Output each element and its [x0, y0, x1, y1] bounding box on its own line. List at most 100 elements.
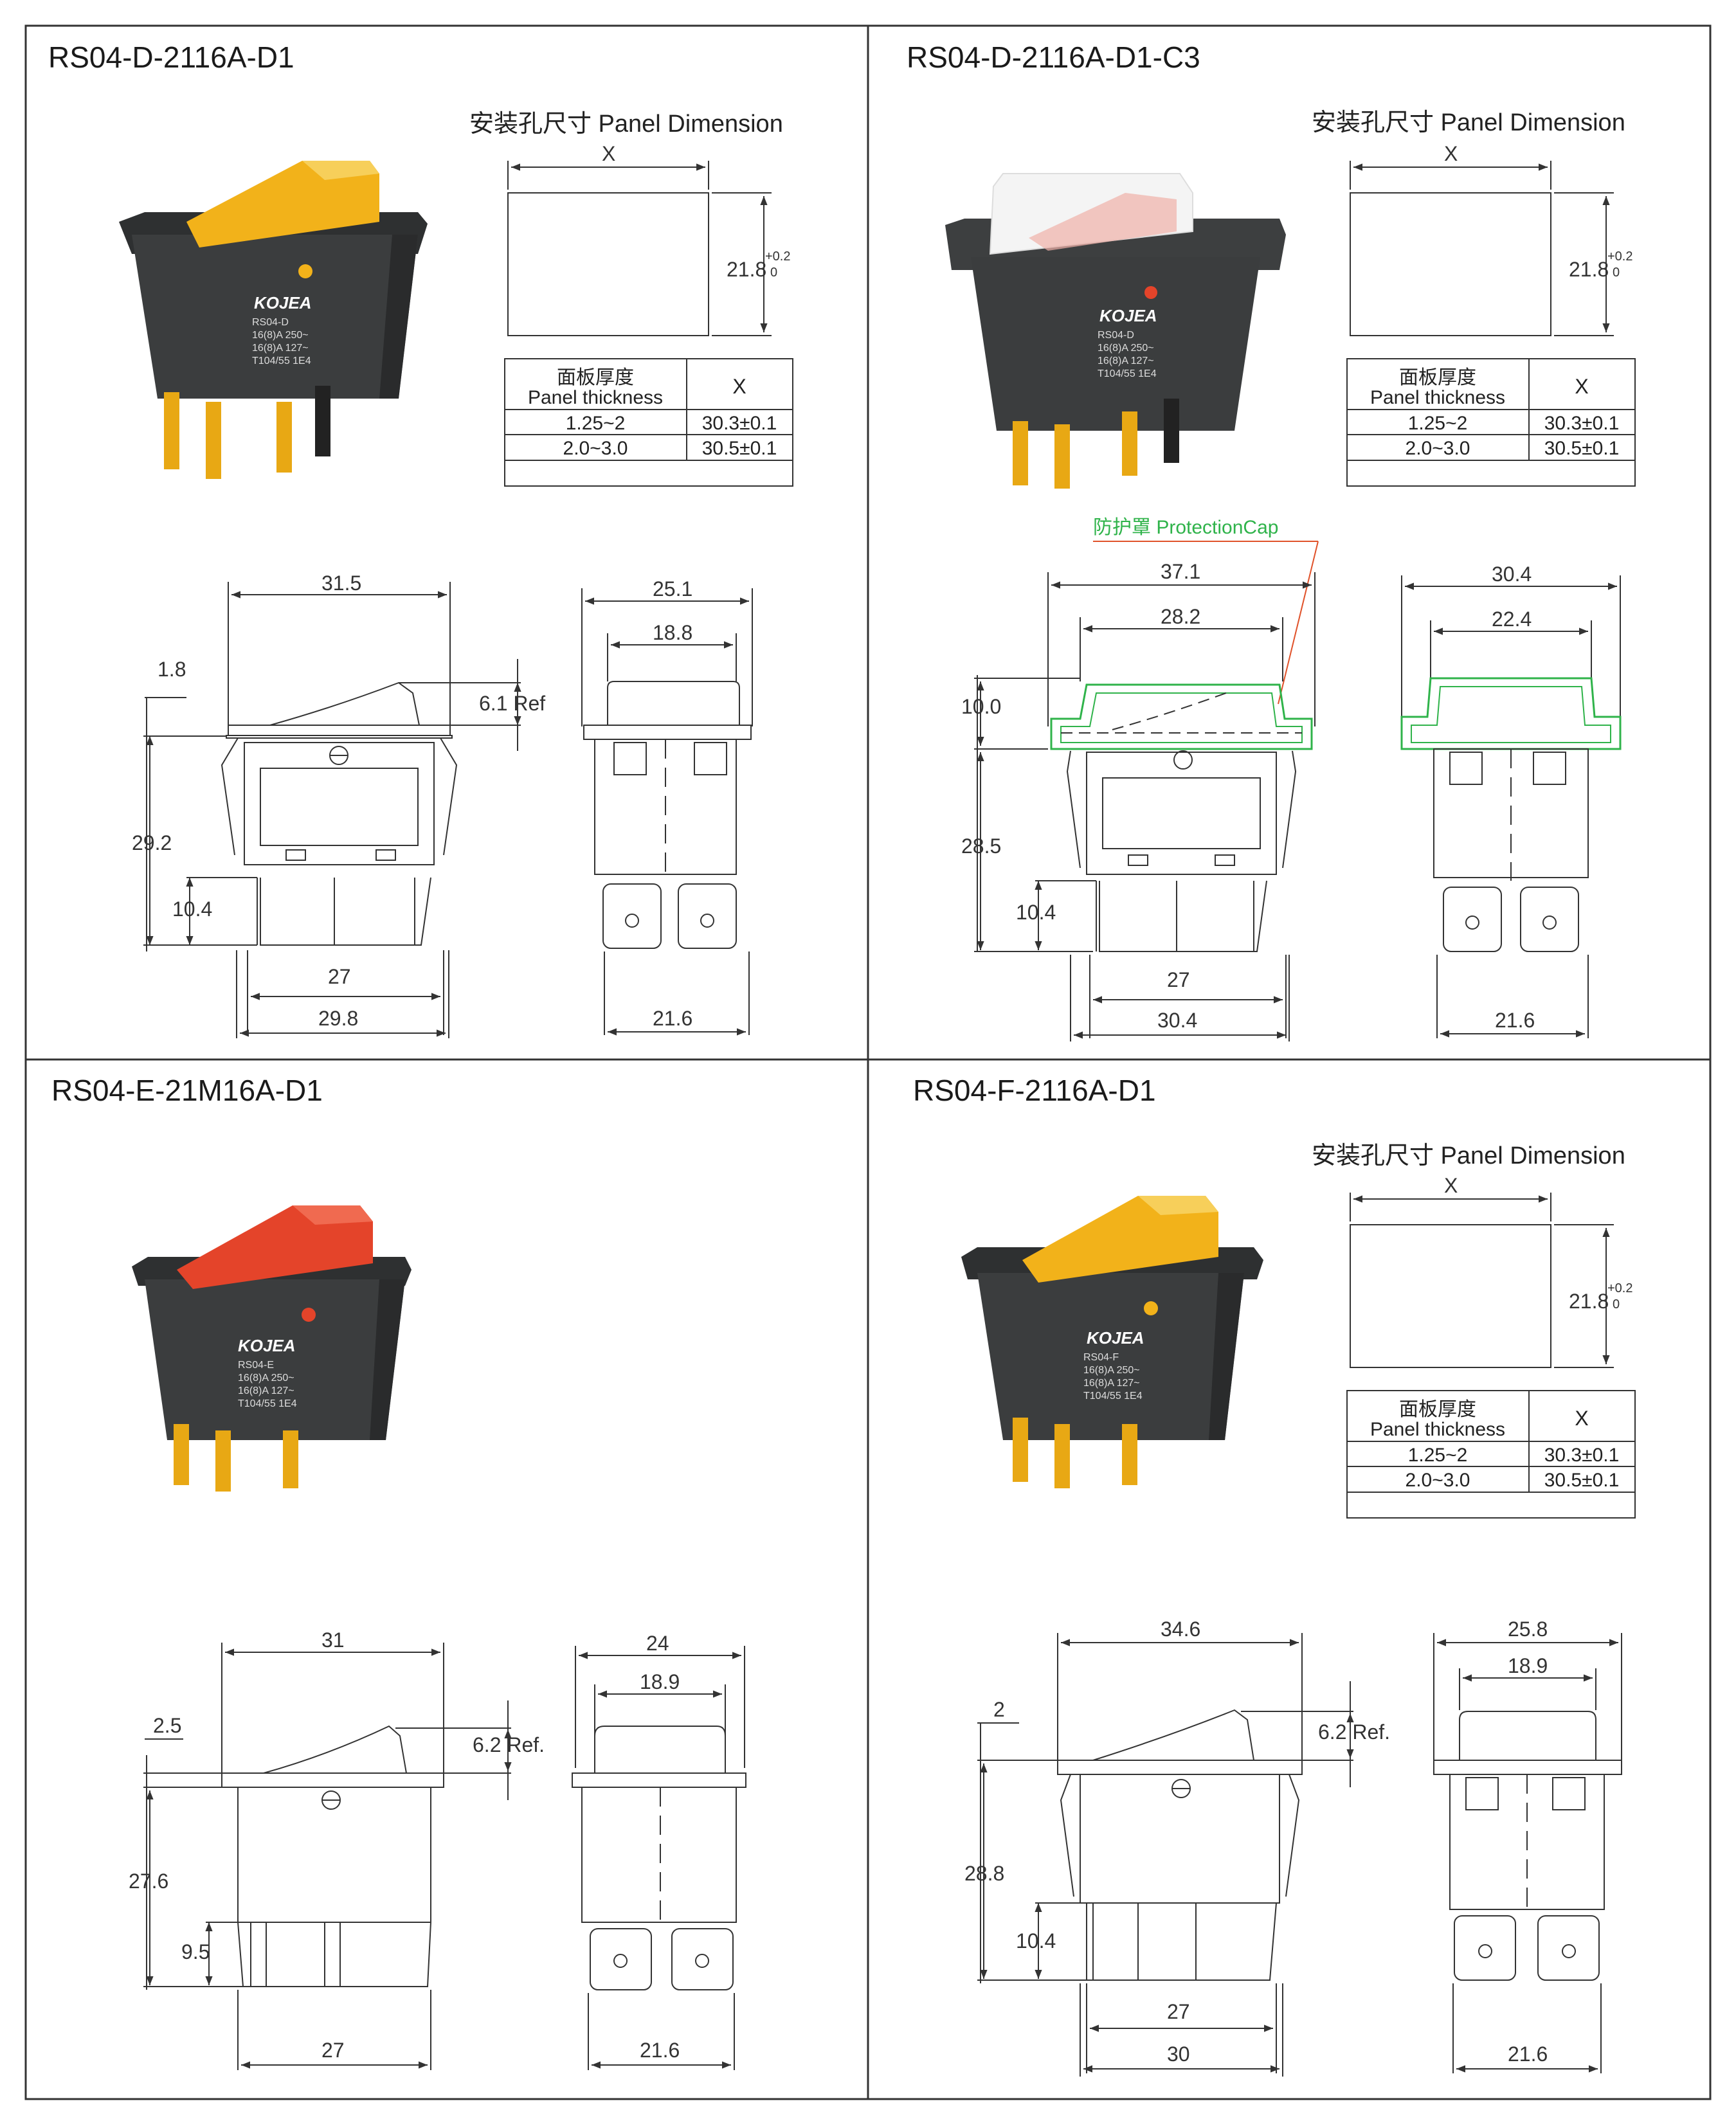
- panel-1: RS04-D-2116A-D1 KOJEA RS04-D 16(8)A 250~…: [48, 41, 793, 1038]
- front-inner: 22.4: [1492, 608, 1532, 631]
- dim-top-offset: 2: [993, 1698, 1005, 1721]
- svg-text:2.0~3.0: 2.0~3.0: [563, 438, 628, 459]
- svg-text:0: 0: [1613, 266, 1620, 280]
- panel-dimension-heading: 安装孔尺寸 Panel Dimension: [469, 111, 783, 138]
- front-width: 25.8: [1508, 1618, 1548, 1641]
- panel-4-side-view: [977, 1633, 1354, 2077]
- panel-4-front-view: [1433, 1633, 1622, 2073]
- panel-2-cutout-drawing: 安装孔尺寸 Panel Dimension X 21.8 +0.2 0: [1312, 109, 1632, 336]
- dim-width: 34.6: [1161, 1618, 1200, 1641]
- panel-3-title: RS04-E-21M16A-D1: [51, 1074, 323, 1107]
- svg-text:30.5±0.1: 30.5±0.1: [702, 438, 777, 459]
- dim-top-offset: 1.8: [158, 658, 186, 681]
- cutout-height: 21.8: [1569, 258, 1609, 281]
- svg-text:Panel thickness: Panel thickness: [1370, 387, 1505, 408]
- svg-text:0: 0: [1613, 1297, 1620, 1312]
- rocker-switch-red-under-cap: [1029, 193, 1177, 251]
- svg-text:16(8)A 127~: 16(8)A 127~: [252, 343, 309, 354]
- dim-bottom-inner: 27: [1167, 968, 1190, 991]
- dim-bottom-outer: 30: [1167, 2042, 1190, 2066]
- panel-1-front-view: [581, 588, 753, 1036]
- dim-inner: 28.2: [1161, 605, 1200, 628]
- svg-text:X: X: [1575, 1407, 1588, 1430]
- svg-text:16(8)A 250~: 16(8)A 250~: [1098, 343, 1154, 354]
- panel-dimension-heading: 安装孔尺寸 Panel Dimension: [1312, 1142, 1625, 1169]
- rocker-switch-yellow: [1022, 1196, 1218, 1283]
- dim-bottom-inner: 27: [328, 965, 351, 988]
- dim-width: 31.5: [321, 572, 361, 595]
- dim-height: 28.5: [961, 834, 1001, 858]
- dim-pin: 10.4: [1016, 1929, 1056, 1952]
- svg-text:16(8)A 250~: 16(8)A 250~: [252, 330, 309, 341]
- panel-dimension-heading: 安装孔尺寸 Panel Dimension: [1312, 109, 1625, 136]
- svg-text:RS04-D: RS04-D: [252, 317, 289, 328]
- panel-2-title: RS04-D-2116A-D1-C3: [907, 41, 1200, 74]
- cutout-height: 21.8: [1569, 1290, 1609, 1313]
- svg-text:2.0~3.0: 2.0~3.0: [1406, 1470, 1470, 1491]
- dim-cap: 10.0: [961, 695, 1001, 718]
- panel-3-product-image: KOJEA RS04-E 16(8)A 250~ 16(8)A 127~ T10…: [132, 1205, 411, 1492]
- panel-1-side-view: [143, 582, 521, 1038]
- dim-bottom-outer: 30.4: [1157, 1009, 1197, 1032]
- svg-text:1.25~2: 1.25~2: [566, 413, 626, 434]
- cutout-x-label: X: [1444, 142, 1458, 165]
- cutout-height: 21.8: [727, 258, 766, 281]
- front-bottom: 21.6: [640, 2039, 680, 2062]
- panel-4: RS04-F-2116A-D1 KOJEA RS04-F 16(8)A 250~…: [913, 1074, 1636, 2077]
- panel-2-side-view: [974, 572, 1316, 1041]
- dim-pin: 9.5: [181, 1940, 210, 1963]
- svg-text:0: 0: [770, 266, 777, 280]
- panel-1-cutout-drawing: 安装孔尺寸 Panel Dimension X 21.8 +0.2 0: [469, 111, 790, 336]
- brand-label: KOJEA: [1087, 1328, 1144, 1348]
- svg-text:16(8)A 127~: 16(8)A 127~: [1098, 356, 1154, 366]
- rocker-switch-yellow: [186, 161, 379, 248]
- front-inner: 18.9: [1508, 1654, 1548, 1677]
- svg-text:面板厚度: 面板厚度: [557, 367, 634, 388]
- cutout-rectangle: [507, 192, 709, 336]
- front-bottom: 21.6: [653, 1007, 692, 1030]
- svg-text:16(8)A 250~: 16(8)A 250~: [238, 1373, 294, 1384]
- panel-4-title: RS04-F-2116A-D1: [913, 1074, 1156, 1107]
- dim-height: 27.6: [129, 1870, 168, 1893]
- svg-text:2.0~3.0: 2.0~3.0: [1406, 438, 1470, 459]
- svg-text:面板厚度: 面板厚度: [1399, 367, 1476, 388]
- panel-2-thickness-table: 面板厚度 Panel thickness X 1.25~2 30.3±0.1 2…: [1346, 358, 1636, 487]
- dim-bottom-outer: 27: [321, 2039, 345, 2062]
- svg-text:Panel thickness: Panel thickness: [1370, 1419, 1505, 1440]
- svg-text:X: X: [1575, 375, 1588, 398]
- svg-text:RS04-F: RS04-F: [1083, 1352, 1119, 1363]
- dim-ref: 6.2 Ref.: [473, 1733, 545, 1756]
- panel-3: RS04-E-21M16A-D1 KOJEA RS04-E 16(8)A 250…: [51, 1074, 746, 2070]
- svg-text:16(8)A 250~: 16(8)A 250~: [1083, 1365, 1140, 1376]
- front-width: 24: [646, 1632, 669, 1655]
- svg-text:+0.2: +0.2: [765, 249, 790, 264]
- dim-top-offset: 2.5: [153, 1714, 181, 1737]
- panel-1-product-image: KOJEA RS04-D 16(8)A 250~ 16(8)A 127~ T10…: [119, 161, 428, 479]
- front-bottom: 21.6: [1508, 2042, 1548, 2066]
- svg-text:RS04-D: RS04-D: [1098, 330, 1134, 341]
- svg-text:16(8)A 127~: 16(8)A 127~: [1083, 1378, 1140, 1389]
- dim-width: 37.1: [1161, 560, 1200, 583]
- front-bottom: 21.6: [1495, 1009, 1535, 1032]
- dim-pin: 10.4: [172, 897, 212, 921]
- panel-2-product-image: KOJEA RS04-D 16(8)A 250~ 16(8)A 127~ T10…: [945, 173, 1286, 489]
- svg-text:T104/55 1E4: T104/55 1E4: [1083, 1391, 1143, 1402]
- svg-text:RS04-E: RS04-E: [238, 1360, 274, 1371]
- cutout-x-label: X: [602, 142, 615, 165]
- front-width: 25.1: [653, 577, 692, 600]
- panel-3-front-view: [572, 1646, 746, 2070]
- panel-2: RS04-D-2116A-D1-C3 KOJEA RS04-D 16(8)A 2…: [907, 41, 1636, 1041]
- protection-cap-label: 防护罩 ProtectionCap: [1093, 517, 1278, 538]
- svg-text:30.5±0.1: 30.5±0.1: [1544, 1470, 1620, 1491]
- panel-1-thickness-table: 面板厚度 Panel thickness X 1.25~2 30.3±0.1 2…: [504, 358, 793, 487]
- panel-4-thickness-table: 面板厚度 Panel thickness X 1.25~2 30.3±0.1 2…: [1346, 1390, 1636, 1519]
- svg-text:面板厚度: 面板厚度: [1399, 1399, 1476, 1420]
- dim-ref: 6.1 Ref: [479, 692, 545, 715]
- dim-height: 29.2: [132, 831, 172, 854]
- panel-3-side-view: [143, 1643, 512, 2070]
- dim-height: 28.8: [964, 1862, 1004, 1885]
- rocker-switch-red: [177, 1205, 373, 1289]
- svg-text:+0.2: +0.2: [1607, 249, 1632, 264]
- svg-text:+0.2: +0.2: [1607, 1281, 1632, 1295]
